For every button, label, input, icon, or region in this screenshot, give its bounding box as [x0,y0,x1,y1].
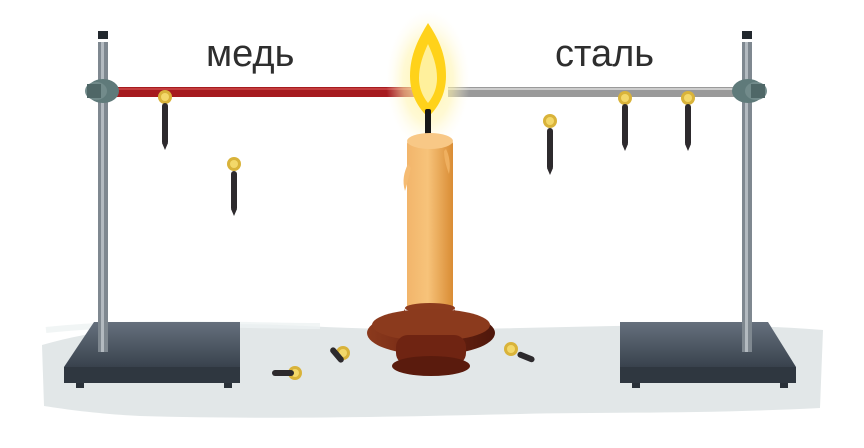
tack-icon [504,342,535,363]
tack-icon [681,91,695,151]
tack-icon [543,114,557,175]
label-steel: сталь [555,33,654,75]
clamp-icon [732,79,767,103]
steel-rod [448,87,744,97]
left-stand-post [98,31,108,352]
tack-icon [158,90,172,150]
right-stand-post [742,31,752,352]
clamp-icon [85,79,119,103]
copper-rod [112,87,414,97]
tack-icon [618,91,632,151]
candle-wick [425,109,431,140]
left-stand-base [64,322,240,388]
candle [403,133,453,310]
right-stand-base [620,322,796,388]
label-copper: медь [206,33,294,75]
tack-icon [272,366,302,380]
tack-icon [330,346,350,363]
candle-holder [367,303,495,376]
tack-icon [227,157,241,216]
